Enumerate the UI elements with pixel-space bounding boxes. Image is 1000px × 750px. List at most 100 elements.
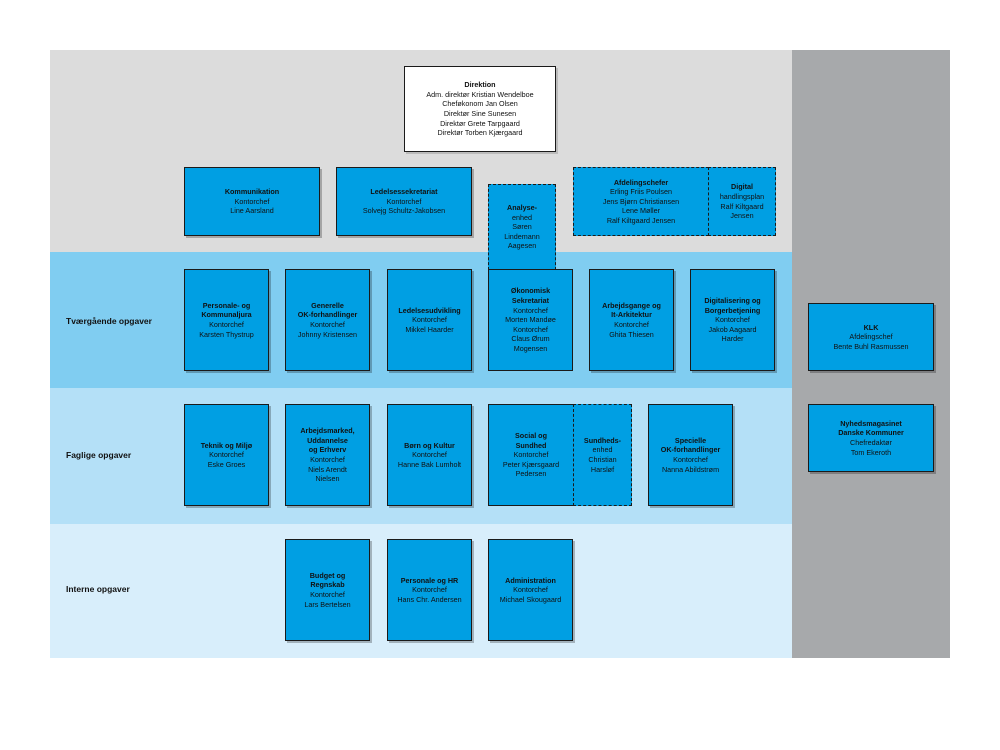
klk-title: KLK bbox=[863, 322, 879, 332]
digitalisering-line: Harder bbox=[721, 334, 744, 344]
sundheds-line: enhed bbox=[592, 445, 613, 455]
born-line: Kontorchef bbox=[412, 450, 447, 460]
personalehr-line: Kontorchef bbox=[412, 585, 447, 595]
nyheds-title: Nyhedsmagasinet bbox=[840, 418, 902, 428]
specielle-line: Kontorchef bbox=[673, 455, 708, 464]
arbejdsgange-line: Kontorchef bbox=[614, 320, 649, 329]
okonomisk-title: Økonomisk bbox=[510, 286, 551, 296]
digital-title: Digital bbox=[731, 182, 753, 192]
budget-title2: Regnskab bbox=[310, 580, 345, 590]
arbejdsmarked-title: Arbejdsmarked, bbox=[300, 426, 355, 436]
personale-line: Kontorchef bbox=[209, 320, 244, 329]
arbejdsgange-title: Arbejdsgange og bbox=[602, 300, 661, 310]
personalehr-line: Hans Chr. Andersen bbox=[397, 594, 462, 604]
row-label-tvaergaaende: Tværgående opgaver bbox=[66, 316, 152, 326]
direktion-line: Adm. direktør Kristian Wendelboe bbox=[426, 89, 534, 99]
administration-line: Kontorchef bbox=[513, 585, 548, 595]
teknik-line: Kontorchef bbox=[209, 450, 244, 460]
born-line: Hanne Bak Lumholt bbox=[397, 459, 462, 469]
administration-title: Administration bbox=[505, 575, 556, 585]
generelle-line: Kontorchef bbox=[310, 320, 345, 329]
analyse-line: enhed bbox=[512, 212, 532, 222]
arbejdsmarked-line: Niels Arendt bbox=[308, 464, 347, 474]
analyse-line: Lindemann bbox=[504, 231, 540, 241]
arbejdsmarked-title2: Uddannelse bbox=[307, 435, 348, 445]
afdelingschefer-line: Jens Bjørn Christiansen bbox=[602, 196, 680, 206]
arbejdsmarked-title3: og Erhverv bbox=[308, 445, 347, 455]
nyheds-title2: Danske Kommuner bbox=[838, 428, 904, 438]
arbejdsgange-line: Ghita Thiesen bbox=[609, 329, 654, 339]
social-title: Social og bbox=[515, 431, 547, 441]
okonomisk-title2: Sekretariat bbox=[511, 296, 550, 306]
budget-title: Budget og bbox=[309, 570, 346, 580]
digitalisering-title2: Borgerbetjening bbox=[704, 305, 761, 315]
direktion-line: Direktør Torben Kjærgaard bbox=[437, 128, 523, 138]
personale-title2: Kommunaljura bbox=[201, 310, 252, 320]
administration-line: Michael Skougaard bbox=[499, 594, 562, 604]
analyse-line: Aagesen bbox=[507, 241, 537, 251]
okonomisk-line: Morten Mandøe bbox=[505, 315, 556, 325]
ledelsesudvikling-title: Ledelsesudvikling bbox=[398, 305, 461, 315]
row-label-interne: Interne opgaver bbox=[66, 584, 130, 594]
generelle-line: Johnny Kristensen bbox=[297, 329, 358, 339]
kommunikation-line: Kontorchef bbox=[234, 196, 270, 206]
personale-title: Personale- og bbox=[202, 300, 251, 310]
okonomisk-line: Mogensen bbox=[513, 343, 548, 353]
row-label-faglige: Faglige opgaver bbox=[66, 450, 132, 460]
arbejdsmarked-line: Nielsen bbox=[315, 474, 340, 484]
arbejdsgange-title2: It-Arkitektur bbox=[611, 310, 652, 320]
okonomisk-line: Kontorchef bbox=[513, 324, 548, 334]
digital-line: Jensen bbox=[730, 211, 754, 221]
direktion-line: Direktør Grete Tarpgaard bbox=[440, 118, 520, 128]
afdelingschefer-line: Lene Møller bbox=[622, 206, 660, 216]
budget-line: Lars Bertelsen bbox=[304, 599, 351, 609]
budget-line: Kontorchef bbox=[310, 590, 345, 599]
sundheds-title: Sundheds- bbox=[583, 435, 622, 445]
specielle-title2: OK-forhandlinger bbox=[660, 445, 721, 455]
digital-line: Ralf Kiltgaard bbox=[720, 201, 764, 211]
generelle-title: Generelle bbox=[311, 300, 344, 310]
direktion-line: Direktør Sine Sunesen bbox=[443, 109, 517, 118]
ledelsessekretariat-line: Kontorchef bbox=[386, 196, 422, 206]
kommunikation-title: Kommunikation bbox=[224, 187, 280, 197]
digitalisering-line: Kontorchef bbox=[715, 315, 750, 325]
teknik-title: Teknik og Miljø bbox=[200, 440, 253, 450]
social-title2: Sundhed bbox=[515, 440, 547, 450]
analyse-title: Analyse- bbox=[507, 203, 537, 213]
social-line: Pedersen bbox=[515, 469, 547, 479]
specielle-line: Nanna Abildstrøm bbox=[661, 464, 720, 474]
afdelingschefer-line: Ralf Kiltgaard Jensen bbox=[606, 215, 676, 225]
analyse-line: Søren bbox=[512, 222, 532, 232]
personale-line: Karsten Thystrup bbox=[199, 329, 254, 339]
nyheds-line: Chefredaktør bbox=[850, 438, 892, 447]
digital-line: handlingsplan bbox=[719, 191, 765, 201]
nyheds-line: Tom Ekeroth bbox=[850, 447, 892, 457]
arbejdsmarked-line: Kontorchef bbox=[310, 455, 345, 464]
social-line: Peter Kjærsgaard bbox=[502, 459, 560, 469]
specielle-title: Specielle bbox=[674, 435, 707, 445]
digitalisering-line: Jakob Aagaard bbox=[708, 324, 757, 334]
direktion-line: Cheføkonom Jan Olsen bbox=[442, 99, 518, 109]
ledelsessekretariat-title: Ledelsessekretariat bbox=[370, 187, 438, 197]
afdelingschefer-title: Afdelingschefer bbox=[613, 177, 669, 187]
sundheds-line: Christian bbox=[588, 455, 617, 464]
